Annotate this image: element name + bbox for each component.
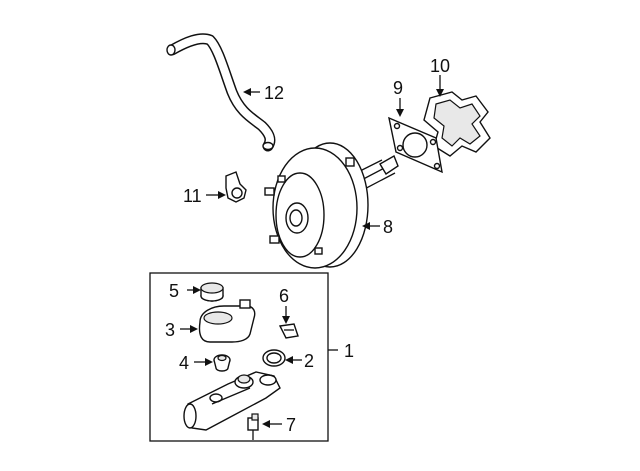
callout-label-5: 5 [169,281,179,301]
insulator-pad-part [423,91,491,157]
callout-arrow-12 [243,88,251,96]
callout-arrow-6 [282,316,290,324]
reservoir-clip-part [278,323,299,339]
brake-booster-part [264,142,399,269]
fluid-reservoir-part [198,299,256,343]
o-ring-part [262,349,286,367]
callout-arrow-9 [396,109,404,117]
reservoir-grommet-part [213,354,231,372]
callout-arrow-7 [262,420,270,428]
callout-label-6: 6 [279,286,289,306]
callout-arrow-8 [362,222,370,230]
callout-arrow-10 [436,89,444,97]
callout-arrow-3 [190,325,198,333]
callout-arrow-2 [285,356,293,364]
check-valve-part [225,171,247,203]
callout-arrow-5 [193,286,201,294]
reservoir-cap-part [200,282,224,302]
master-cylinder-body-part [183,371,281,431]
callout-label-12: 12 [264,83,284,103]
fluid-level-sensor-part [247,413,259,440]
callout-arrow-11 [218,191,226,199]
callout-label-4: 4 [179,353,189,373]
callout-label-2: 2 [304,351,314,371]
vacuum-hose-part [166,33,276,152]
callout-arrow-4 [205,358,213,366]
callout-label-8: 8 [383,217,393,237]
booster-gasket-part [388,116,443,174]
callout-label-1: 1 [344,341,354,361]
master-cylinder-box [149,272,329,442]
callout-label-9: 9 [393,78,403,98]
callout-label-7: 7 [286,415,296,435]
callout-label-10: 10 [430,56,450,76]
callout-label-3: 3 [165,320,175,340]
callout-label-11: 11 [183,186,202,206]
